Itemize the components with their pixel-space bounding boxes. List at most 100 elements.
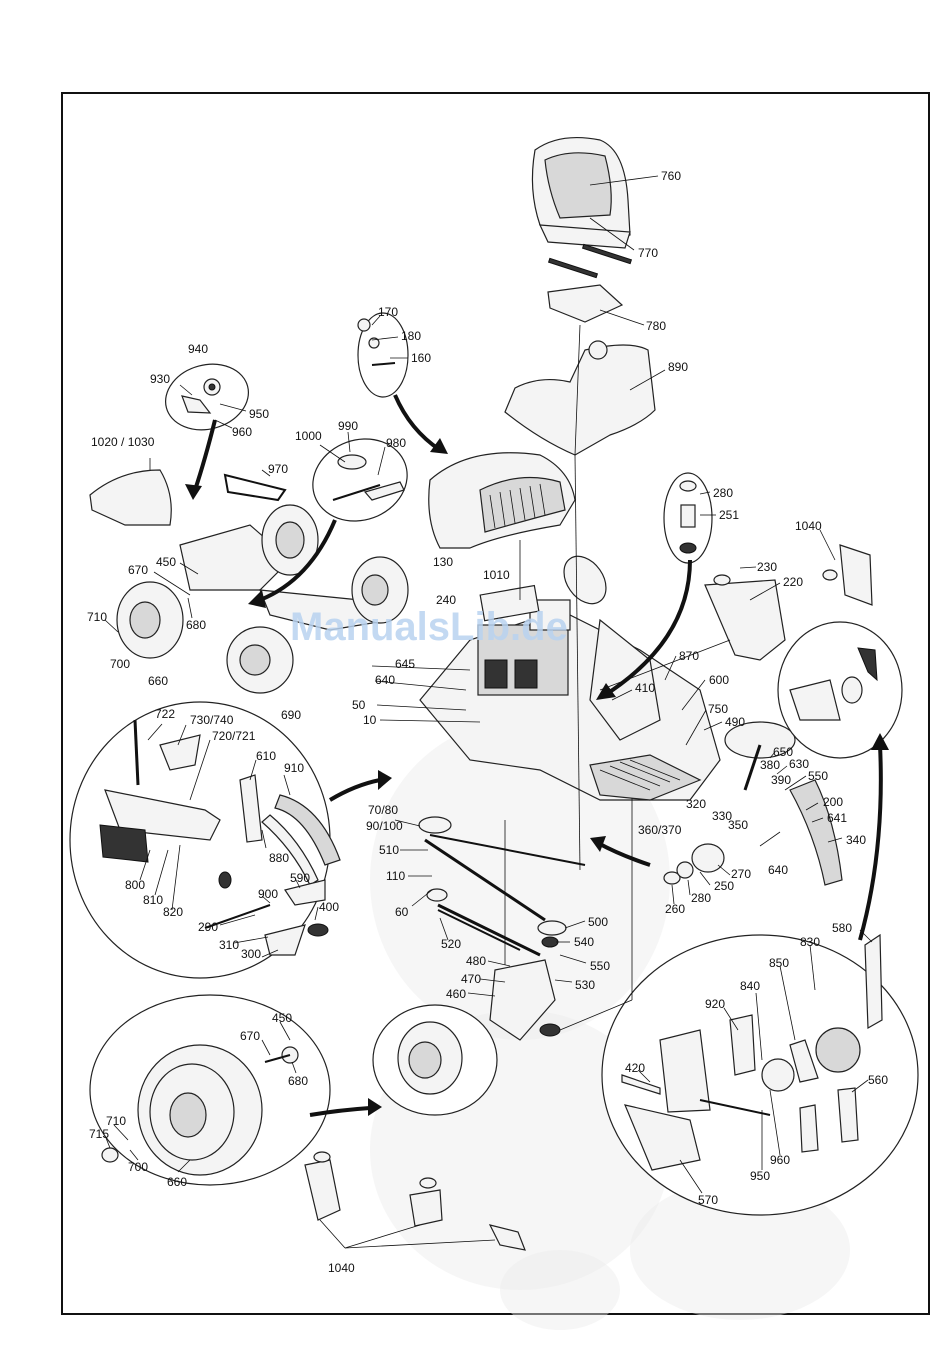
part-label: 950 bbox=[750, 1169, 770, 1183]
part-label: 50 bbox=[352, 698, 366, 712]
part-label: 251 bbox=[719, 508, 739, 522]
transaxle bbox=[489, 959, 561, 1041]
part-label: 1020 / 1030 bbox=[91, 435, 155, 449]
part-label: 720/721 bbox=[212, 729, 256, 743]
part-label: 600 bbox=[709, 673, 729, 687]
part-label: 710 bbox=[106, 1114, 126, 1128]
wheel-right-rear bbox=[351, 556, 409, 624]
part-label: 920 bbox=[705, 997, 725, 1011]
part-label: 640 bbox=[375, 673, 395, 687]
part-label: 700 bbox=[110, 657, 130, 671]
part-label: 500 bbox=[588, 915, 608, 929]
part-label: 641 bbox=[827, 811, 847, 825]
part-label: 810 bbox=[143, 893, 163, 907]
part-label: 270 bbox=[731, 867, 751, 881]
part-label: 60 bbox=[395, 905, 409, 919]
part-label: 460 bbox=[446, 987, 466, 1001]
part-label: 390 bbox=[771, 773, 791, 787]
part-label: 240 bbox=[436, 593, 456, 607]
part-label: 260 bbox=[665, 902, 685, 916]
part-label: 950 bbox=[249, 407, 269, 421]
part-label: 980 bbox=[386, 436, 406, 450]
part-label: 310 bbox=[219, 938, 239, 952]
detail-bubble-lever-assembly bbox=[69, 701, 341, 979]
part-label: 960 bbox=[770, 1153, 790, 1167]
part-label: 300 bbox=[241, 947, 261, 961]
part-label: 990 bbox=[338, 419, 358, 433]
part-label: 830 bbox=[800, 935, 820, 949]
part-label: 250 bbox=[714, 879, 734, 893]
part-label: 1040 bbox=[328, 1261, 355, 1275]
part-label: 850 bbox=[769, 956, 789, 970]
part-label: 970 bbox=[268, 462, 288, 476]
belt-drive bbox=[418, 816, 586, 957]
connector-lines bbox=[319, 324, 731, 1249]
part-label: 570 bbox=[698, 1193, 718, 1207]
detail-bubble-1000 bbox=[312, 438, 408, 522]
part-label: 160 bbox=[411, 351, 431, 365]
part-label: 710 bbox=[87, 610, 107, 624]
detail-bubble-170 bbox=[357, 312, 409, 398]
part-label: 520 bbox=[441, 937, 461, 951]
part-label: 700 bbox=[128, 1160, 148, 1174]
part-label: 290 bbox=[198, 920, 218, 934]
part-label: 340 bbox=[846, 833, 866, 847]
part-label: 960 bbox=[232, 425, 252, 439]
part-label: 180 bbox=[401, 329, 421, 343]
engine-hood bbox=[428, 452, 576, 549]
detail-bubble-940 bbox=[164, 363, 250, 431]
part-label: 680 bbox=[186, 618, 206, 632]
part-label: 280 bbox=[691, 891, 711, 905]
part-label: 230 bbox=[757, 560, 777, 574]
part-label: 10 bbox=[363, 713, 377, 727]
part-label: 580 bbox=[832, 921, 852, 935]
part-label: 930 bbox=[150, 372, 170, 386]
part-label: 530 bbox=[575, 978, 595, 992]
part-label: 550 bbox=[808, 769, 828, 783]
part-label: 900 bbox=[258, 887, 278, 901]
steering-wheel bbox=[724, 721, 796, 791]
part-label: 722 bbox=[155, 707, 175, 721]
part-label: 320 bbox=[686, 797, 706, 811]
callout-arrows bbox=[185, 394, 889, 1117]
part-label: 220 bbox=[783, 575, 803, 589]
detail-bubble-rear-hub bbox=[372, 1004, 498, 1116]
detail-bubble-280 bbox=[663, 472, 713, 564]
part-label: 1000 bbox=[295, 429, 322, 443]
part-label: 200 bbox=[823, 795, 843, 809]
part-label: 490 bbox=[725, 715, 745, 729]
seat-rails bbox=[547, 243, 633, 279]
part-label: 770 bbox=[638, 246, 658, 260]
part-label: 70/80 bbox=[368, 803, 398, 817]
part-label: 550 bbox=[590, 959, 610, 973]
part-label: 680 bbox=[288, 1074, 308, 1088]
drive-belt-970 bbox=[223, 473, 287, 502]
part-label: 590 bbox=[290, 871, 310, 885]
part-label: 715 bbox=[89, 1127, 109, 1141]
part-label: 1010 bbox=[483, 568, 510, 582]
part-label: 90/100 bbox=[366, 819, 403, 833]
front-spindle-parts bbox=[663, 843, 725, 885]
seat bbox=[531, 136, 631, 249]
part-label: 410 bbox=[635, 681, 655, 695]
part-label: 350 bbox=[728, 818, 748, 832]
part-label: 690 bbox=[281, 708, 301, 722]
part-label: 750 bbox=[708, 702, 728, 716]
fuel-tank bbox=[704, 574, 786, 661]
detail-bubble-control-panel bbox=[777, 621, 903, 759]
front-fender-right bbox=[789, 779, 843, 886]
bracket-1040-top bbox=[822, 544, 873, 606]
part-label: 450 bbox=[272, 1011, 292, 1025]
part-label: 880 bbox=[269, 851, 289, 865]
part-label: 660 bbox=[167, 1175, 187, 1189]
wheel-660-left bbox=[116, 581, 184, 659]
detail-bubble-rear-wheel bbox=[89, 994, 331, 1186]
rear-fender-1020 bbox=[89, 469, 172, 526]
label-leaders bbox=[104, 175, 873, 1194]
part-label: 910 bbox=[284, 761, 304, 775]
part-label: 110 bbox=[386, 869, 405, 883]
part-label: 940 bbox=[188, 342, 208, 356]
part-label: 420 bbox=[625, 1061, 645, 1075]
chassis-assembly bbox=[419, 555, 721, 801]
part-label: 380 bbox=[760, 758, 780, 772]
